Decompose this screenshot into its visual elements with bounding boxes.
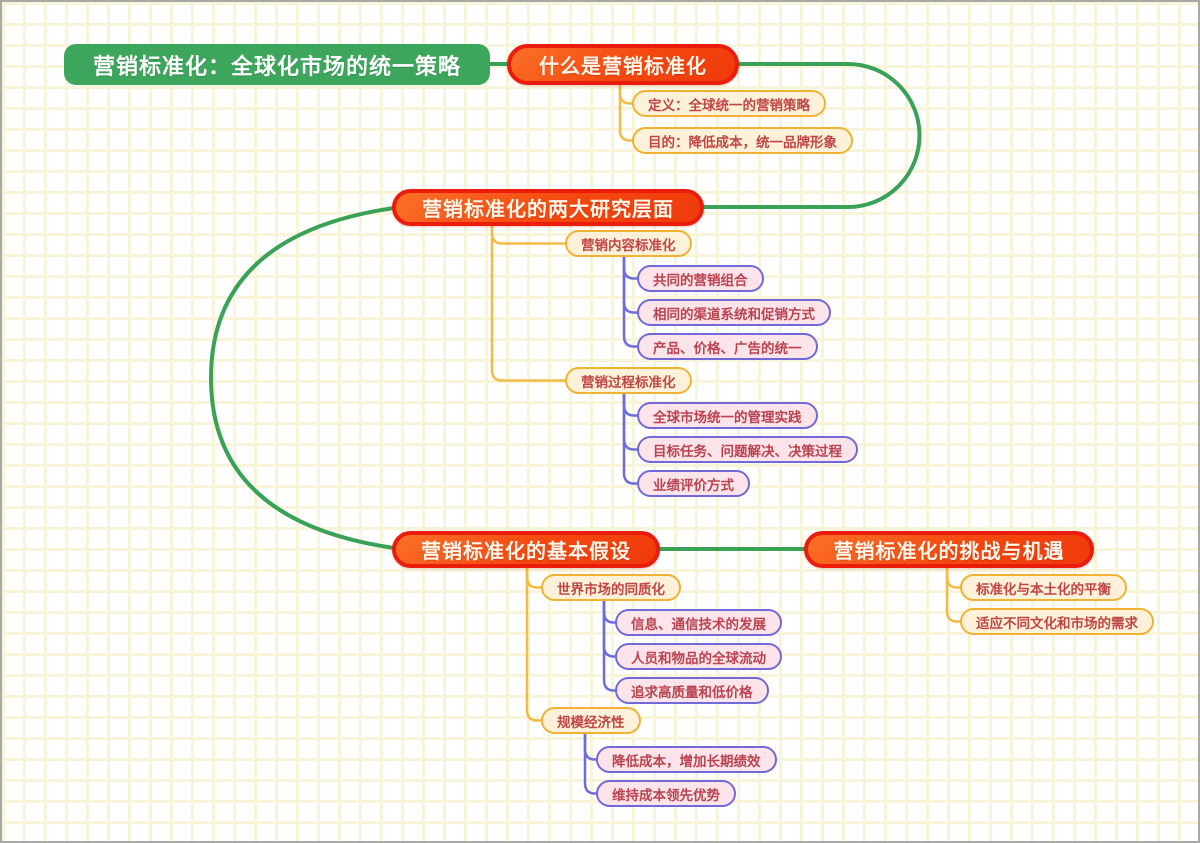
subtopic-node-high-quality-low-price[interactable]: 追求高质量和低价格 (615, 677, 769, 704)
subtopic-node-tasks-problem-decision[interactable]: 目标任务、问题解决、决策过程 (637, 436, 858, 463)
topic-node-economies-of-scale[interactable]: 规模经济性 (541, 707, 641, 734)
subtopic-node-unified-management-practice[interactable]: 全球市场统一的管理实践 (637, 402, 818, 429)
subtopic-node-common-marketing-mix[interactable]: 共同的营销组合 (637, 265, 764, 292)
subtopic-node-lower-cost-long-term[interactable]: 降低成本，增加长期绩效 (596, 746, 777, 773)
branch-node-basic-assumptions[interactable]: 营销标准化的基本假设 (392, 531, 660, 568)
subtopic-node-cost-leadership[interactable]: 维持成本领先优势 (596, 780, 736, 807)
subtopic-node-global-flow-people-goods[interactable]: 人员和物品的全球流动 (615, 643, 782, 670)
root-node[interactable]: 营销标准化：全球化市场的统一策略 (64, 44, 490, 85)
branch-node-what-is-standardization[interactable]: 什么是营销标准化 (507, 44, 739, 85)
subtopic-node-info-communication-tech[interactable]: 信息、通信技术的发展 (615, 609, 782, 636)
subtopic-node-unified-product-price-ad[interactable]: 产品、价格、广告的统一 (637, 333, 818, 360)
branch-node-two-research-levels[interactable]: 营销标准化的两大研究层面 (392, 189, 704, 226)
topic-node-world-market-homogenization[interactable]: 世界市场的同质化 (541, 574, 681, 601)
topic-node-adapt-culture-market-needs[interactable]: 适应不同文化和市场的需求 (960, 608, 1154, 635)
topic-node-purpose[interactable]: 目的：降低成本，统一品牌形象 (632, 127, 853, 154)
topic-node-process-standardization[interactable]: 营销过程标准化 (565, 367, 692, 394)
topic-node-balance-standardization-localization[interactable]: 标准化与本土化的平衡 (960, 574, 1127, 601)
subtopic-node-same-channel-promotion[interactable]: 相同的渠道系统和促销方式 (637, 299, 831, 326)
branch-node-challenges-opportunities[interactable]: 营销标准化的挑战与机遇 (804, 531, 1094, 568)
topic-node-definition[interactable]: 定义：全球统一的营销策略 (632, 90, 826, 117)
subtopic-node-performance-evaluation[interactable]: 业绩评价方式 (637, 470, 750, 497)
topic-node-content-standardization[interactable]: 营销内容标准化 (565, 230, 692, 257)
